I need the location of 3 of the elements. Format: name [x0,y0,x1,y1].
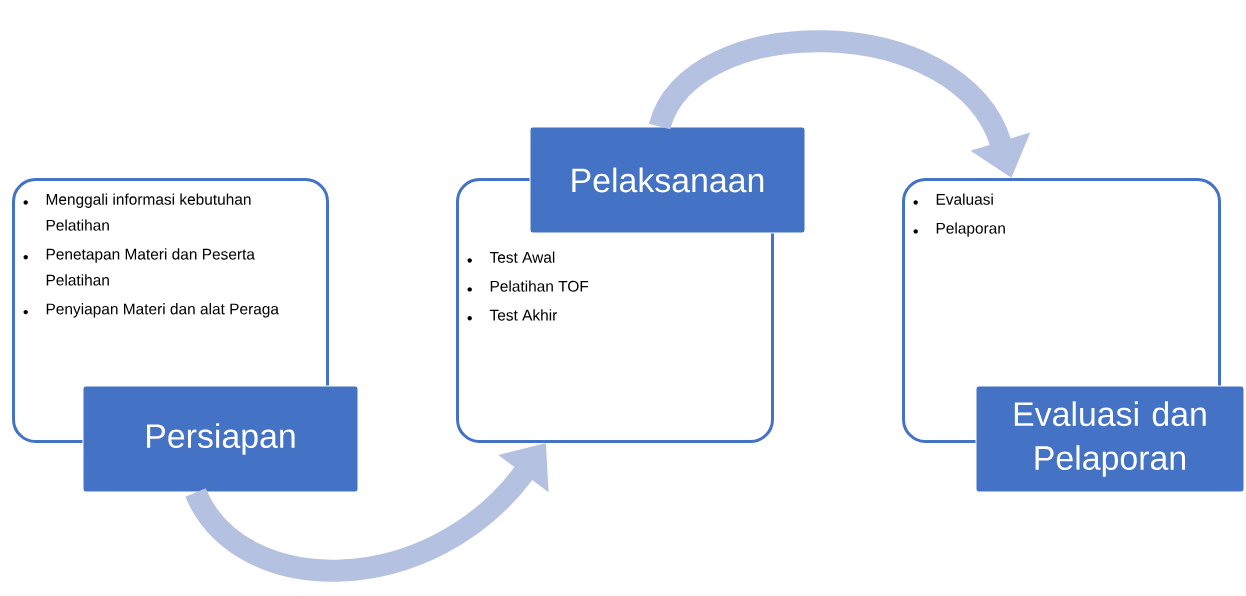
title-box: Evaluasi dan Pelaporan [975,385,1245,493]
title-box: Pelaksanaan [529,126,806,234]
title-box: Persiapan [82,385,359,493]
